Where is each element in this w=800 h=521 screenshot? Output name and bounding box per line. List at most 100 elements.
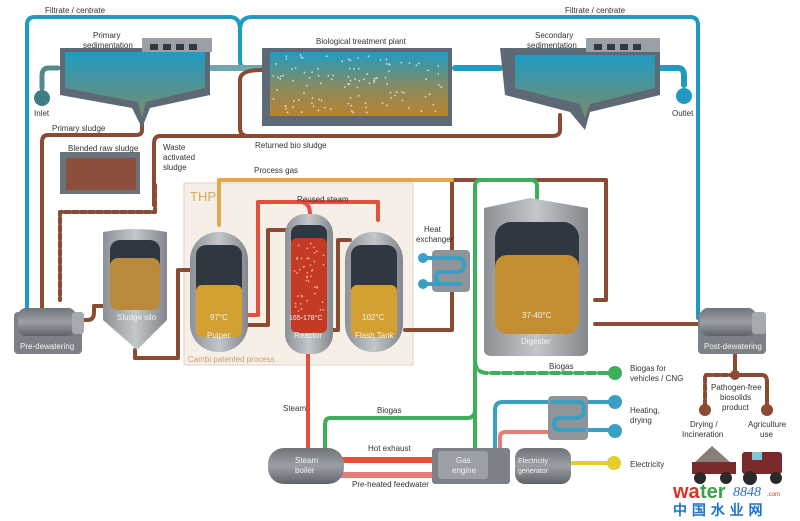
bubble — [292, 100, 295, 102]
primary-sed-label-2: sedimentation — [83, 41, 133, 50]
bubble — [381, 102, 384, 105]
bubble — [440, 86, 443, 89]
agriculture-label-2: use — [760, 430, 773, 439]
bubble — [297, 295, 299, 297]
bubble — [373, 81, 376, 84]
biogas-lower-label: Biogas — [377, 406, 401, 415]
biogas-upper-label: Biogas — [549, 362, 573, 371]
bubble — [307, 280, 310, 283]
heating-node-1 — [608, 395, 622, 409]
bubble — [347, 58, 350, 61]
blended-sludge-label: Blended raw sludge — [68, 144, 139, 153]
bubble — [308, 76, 311, 79]
primary-sed-label-1: Primary — [93, 31, 121, 40]
bubble — [367, 55, 370, 58]
bubble — [306, 299, 308, 302]
bubble — [330, 78, 333, 81]
gas-engine-cover — [438, 451, 488, 479]
bubble — [305, 84, 308, 87]
bubble — [420, 110, 423, 113]
bubble — [300, 294, 303, 297]
outlet-node — [676, 88, 692, 104]
bubble — [310, 275, 312, 278]
bubble — [415, 64, 418, 67]
preheated-feedwater-label: Pre-heated feedwater — [352, 480, 429, 489]
bubble — [348, 67, 351, 70]
bubble — [354, 78, 357, 80]
bubble — [305, 279, 308, 282]
biosolids-label-1: Pathogen-free — [711, 383, 762, 392]
thp-title: THP — [190, 189, 216, 204]
bubble — [365, 111, 368, 114]
bubble — [303, 92, 305, 95]
bubble — [349, 59, 352, 62]
returned-bio-sludge-label: Returned bio sludge — [255, 141, 327, 150]
bubble — [311, 102, 313, 105]
inlet-node — [34, 90, 50, 106]
filtrate-label-left: Filtrate / centrate — [45, 6, 106, 15]
digester-label: Digester — [521, 337, 551, 346]
bubble — [349, 96, 352, 99]
sludge-silo-label: Sludge silo — [117, 313, 157, 322]
bubble — [294, 67, 297, 69]
watermark-brand-d: .com — [767, 492, 780, 498]
bubble — [317, 67, 319, 70]
bubble — [400, 61, 403, 64]
bubble — [428, 93, 431, 96]
bubble — [332, 74, 335, 77]
bubble — [350, 104, 353, 107]
bubble — [307, 257, 309, 260]
bubble — [394, 94, 396, 97]
process-gas-label: Process gas — [254, 166, 298, 175]
bubble — [322, 308, 324, 311]
process-gas-pipe — [217, 178, 454, 227]
watermark-brand-a: wa — [672, 481, 701, 503]
bubble — [299, 302, 302, 305]
drying-label-2: Incineration — [682, 430, 723, 439]
electricity-generator — [515, 448, 571, 484]
bubble — [347, 82, 350, 85]
bubble — [320, 99, 323, 102]
bubble — [388, 63, 391, 66]
bubble — [408, 107, 410, 109]
bubble — [285, 55, 288, 58]
bubble — [322, 254, 325, 257]
bubble — [385, 104, 388, 107]
bubble — [373, 79, 375, 82]
steam-boiler-label-2: boiler — [295, 466, 315, 475]
bubble — [322, 263, 325, 266]
bubble — [317, 74, 320, 77]
bubble — [366, 73, 369, 76]
bubble — [301, 57, 304, 59]
bubble — [314, 292, 316, 295]
biosolids-label-2: biosolids — [720, 393, 751, 402]
bubble — [384, 76, 387, 79]
steam-boiler — [268, 448, 344, 484]
bubble — [373, 77, 376, 80]
bubble — [306, 271, 309, 274]
heating-node-2 — [608, 424, 622, 438]
bubble — [276, 88, 279, 91]
bubble — [390, 96, 393, 99]
biosolids-node — [730, 370, 740, 380]
was-label-1: Waste — [163, 143, 186, 152]
pre-dewatering-label: Pre-dewatering — [20, 342, 74, 351]
bubble — [280, 75, 282, 78]
bubble — [306, 247, 309, 250]
bubble — [358, 79, 361, 82]
bubble — [311, 71, 313, 74]
bubble — [321, 301, 324, 304]
bubble — [379, 59, 382, 61]
bubble — [292, 106, 294, 109]
tractor-icon — [692, 446, 782, 485]
bubble — [303, 71, 306, 74]
bubble — [395, 91, 398, 93]
inlet-label: Inlet — [34, 109, 50, 118]
bubble — [294, 302, 297, 305]
bubble — [277, 76, 280, 79]
hx-node-2 — [418, 279, 428, 289]
reused-steam-label: Reused steam — [297, 195, 349, 204]
bubble — [300, 111, 303, 114]
digester-temp: 37-40°C — [522, 311, 552, 320]
